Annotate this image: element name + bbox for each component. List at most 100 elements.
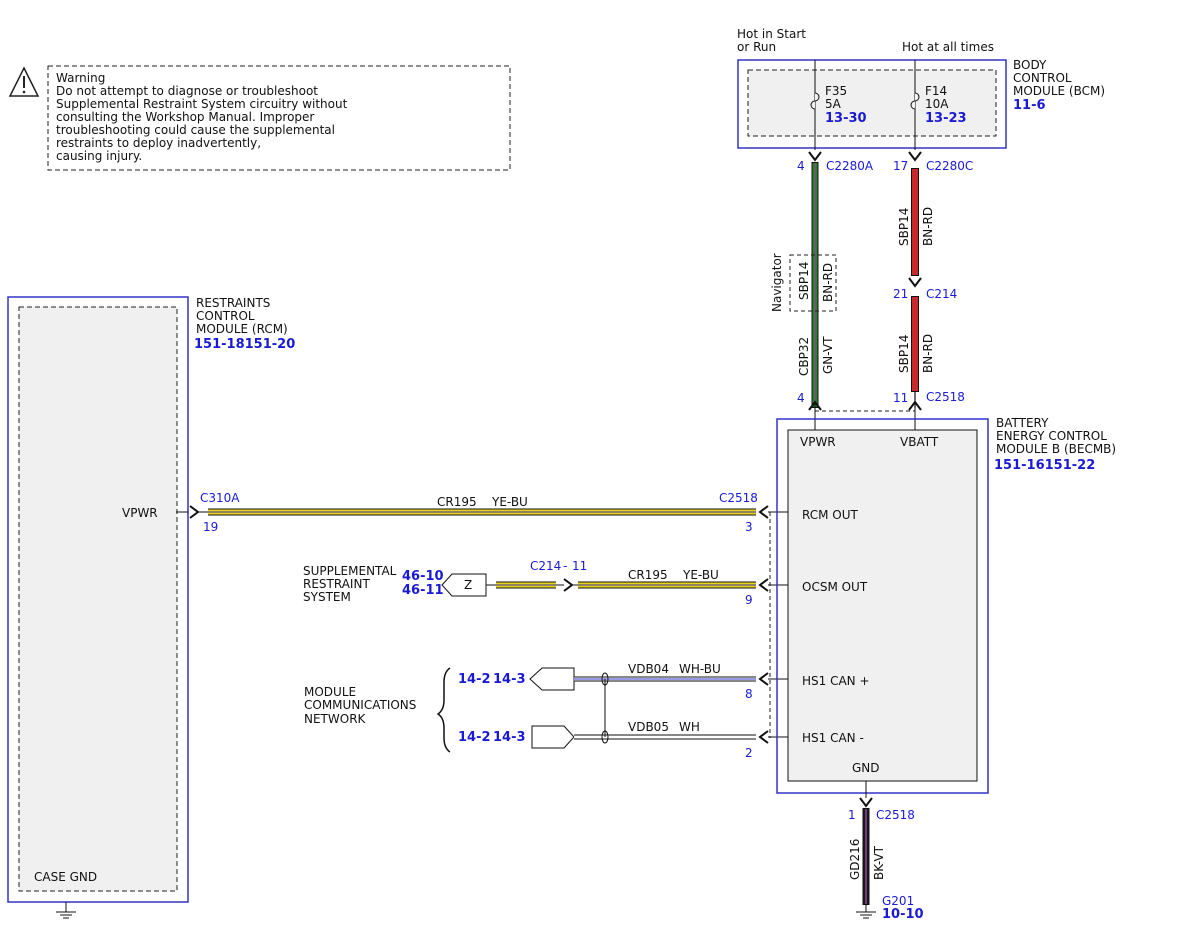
wire-sbp14-lower: SBP14 BN-RD (897, 296, 935, 408)
svg-text:-: - (563, 559, 567, 573)
becmb-name: MODULE B (BECMB) (996, 442, 1116, 456)
navigator-option-box (789, 254, 837, 312)
rcm-name: RESTRAINTS (196, 296, 270, 310)
wire-color: BK-VT (872, 845, 886, 880)
srs-name: RESTRAINT (303, 577, 370, 591)
becmb-pin: VBATT (900, 435, 939, 449)
wire-circuit: SBP14 (797, 262, 811, 300)
bcm-name: CONTROL (1013, 71, 1072, 85)
connector-name: C2518 (876, 808, 915, 822)
wire-sbp14-upper: SBP14 BN-RD (897, 168, 935, 276)
bcm-start-run-label: Hot in Start (737, 27, 806, 41)
fuse-f14-name: F14 (925, 84, 947, 98)
rcm-module: RESTRAINTS CONTROL MODULE (RCM) 151-1815… (7, 296, 295, 919)
network-ref-link[interactable]: 14-2 (458, 672, 491, 687)
wire-circuit: CR195 (437, 495, 477, 509)
bcm-name: MODULE (BCM) (1013, 84, 1105, 98)
wire-color: BN-RD (821, 263, 835, 302)
becmb-pin: OCSM OUT (802, 580, 868, 594)
fuse-f35-name: F35 (825, 84, 847, 98)
bcm-outline (737, 59, 1007, 149)
warning-box: Warning Do not attempt to diagnose or tr… (8, 65, 511, 171)
connector-pin: 8 (745, 687, 753, 701)
wire-color: YE-BU (682, 568, 719, 582)
srs-section: SUPPLEMENTAL RESTRAINT SYSTEM 46-10 46-1… (303, 564, 496, 604)
connector-pin: 9 (745, 593, 753, 607)
bcm-start-run-label: or Run (737, 40, 776, 54)
network-name: MODULE (304, 685, 356, 699)
warning-line: consulting the Workshop Manual. Improper (56, 110, 314, 124)
connector-pin: 21 (893, 287, 908, 301)
wire-cr195-srs: C214 - 11 CR195 YE-BU 9 (496, 559, 788, 607)
network-ref-link[interactable]: 14-2 (458, 730, 491, 745)
wire-cr195-rcm: C310A 19 CR195 YE-BU C2518 3 (176, 491, 788, 534)
bracket-icon (436, 667, 451, 753)
rcm-name: MODULE (RCM) (196, 322, 288, 336)
warning-line: restraints to deploy inadvertently, (56, 136, 261, 150)
connector-pin: 4 (797, 159, 805, 173)
fuse-f35-rating: 5A (825, 97, 842, 111)
wire-circuit: SBP14 (897, 335, 911, 373)
connector-name: C2280C (926, 159, 973, 173)
wire-color: BN-RD (921, 207, 935, 246)
wire-color: WH-BU (679, 662, 721, 676)
wire-circuit: SBP14 (897, 208, 911, 246)
becmb-pin: RCM OUT (802, 508, 859, 522)
wire-circuit: VDB05 (628, 720, 669, 734)
warning-title: Warning (56, 71, 105, 85)
becmb-ref-link[interactable]: 151-16151-22 (994, 458, 1095, 473)
rcm-outline (7, 296, 189, 903)
becmb-pin: HS1 CAN - (802, 731, 864, 745)
connector-name: C2518 (719, 491, 758, 505)
bcm-ref-link[interactable]: 11-6 (1013, 98, 1046, 113)
becmb-pin: HS1 CAN + (802, 674, 870, 688)
srs-name: SUPPLEMENTAL (303, 564, 397, 578)
connector-pin: 2 (745, 746, 753, 760)
ground-ref-link[interactable]: 10-10 (882, 907, 924, 922)
rcm-ref-link[interactable]: 151-18151-20 (194, 337, 295, 352)
fuse-f35-ref-link[interactable]: 13-30 (825, 111, 867, 126)
network-name: COMMUNICATIONS (304, 698, 416, 712)
wire-gd216: 1 C2518 GD216 BK-VT G201 10-10 (848, 781, 924, 922)
srs-name: SYSTEM (303, 590, 351, 604)
network-ref-link[interactable]: 14-3 (493, 730, 526, 745)
connector-pin: 11 (572, 559, 587, 573)
wire-circuit: VDB04 (628, 662, 669, 676)
connector-name: C2518 (926, 390, 965, 404)
connector-pin: 19 (203, 520, 218, 534)
rcm-pin-vpwr: VPWR (122, 506, 158, 520)
wire-vdb05: VDB05 WH 2 (574, 720, 788, 760)
connector-name: C2280A (826, 159, 874, 173)
srs-flag-label: Z (464, 578, 472, 592)
srs-ref-link[interactable]: 46-10 (402, 569, 444, 584)
becmb-outline (776, 418, 989, 794)
ground-symbol-icon (856, 911, 876, 919)
wire-color: GN-VT (821, 336, 835, 374)
wire-circuit: CBP32 (797, 337, 811, 376)
bcm-name: BODY (1013, 58, 1047, 72)
becmb-module: VPWR VBATT RCM OUT OCSM OUT HS1 CAN + HS… (776, 416, 1116, 794)
warning-line: Do not attempt to diagnose or troublesho… (56, 84, 318, 98)
wire-circuit: CR195 (628, 568, 668, 582)
connector-c214-top: 21 C214 (893, 277, 957, 301)
can-plus-flag[interactable] (529, 667, 575, 691)
warning-line: causing injury. (56, 149, 142, 163)
becmb-name: ENERGY CONTROL (996, 429, 1107, 443)
can-minus-flag[interactable] (531, 725, 575, 749)
becmb-name: BATTERY (996, 416, 1049, 430)
wire-circuit: GD216 (848, 839, 862, 880)
fuse-f14-ref-link[interactable]: 13-23 (925, 111, 967, 126)
connector-pin: 3 (745, 520, 753, 534)
network-name: NETWORK (304, 712, 367, 726)
warning-line: Supplemental Restraint System circuitry … (56, 97, 348, 111)
bcm-module: Hot in Start or Run Hot at all times F35… (737, 27, 1105, 150)
network-ref-link[interactable]: 14-3 (493, 672, 526, 687)
becmb-pin: GND (852, 761, 880, 775)
srs-ref-link[interactable]: 46-11 (402, 583, 444, 598)
wire-color: BN-RD (921, 334, 935, 373)
connector-name: C214 (530, 559, 561, 573)
ground-name: G201 (882, 894, 914, 908)
connector-c2280a: 4 C2280A (797, 151, 874, 173)
connector-pin: 17 (893, 159, 908, 173)
warning-line: troubleshooting could cause the suppleme… (56, 123, 335, 137)
